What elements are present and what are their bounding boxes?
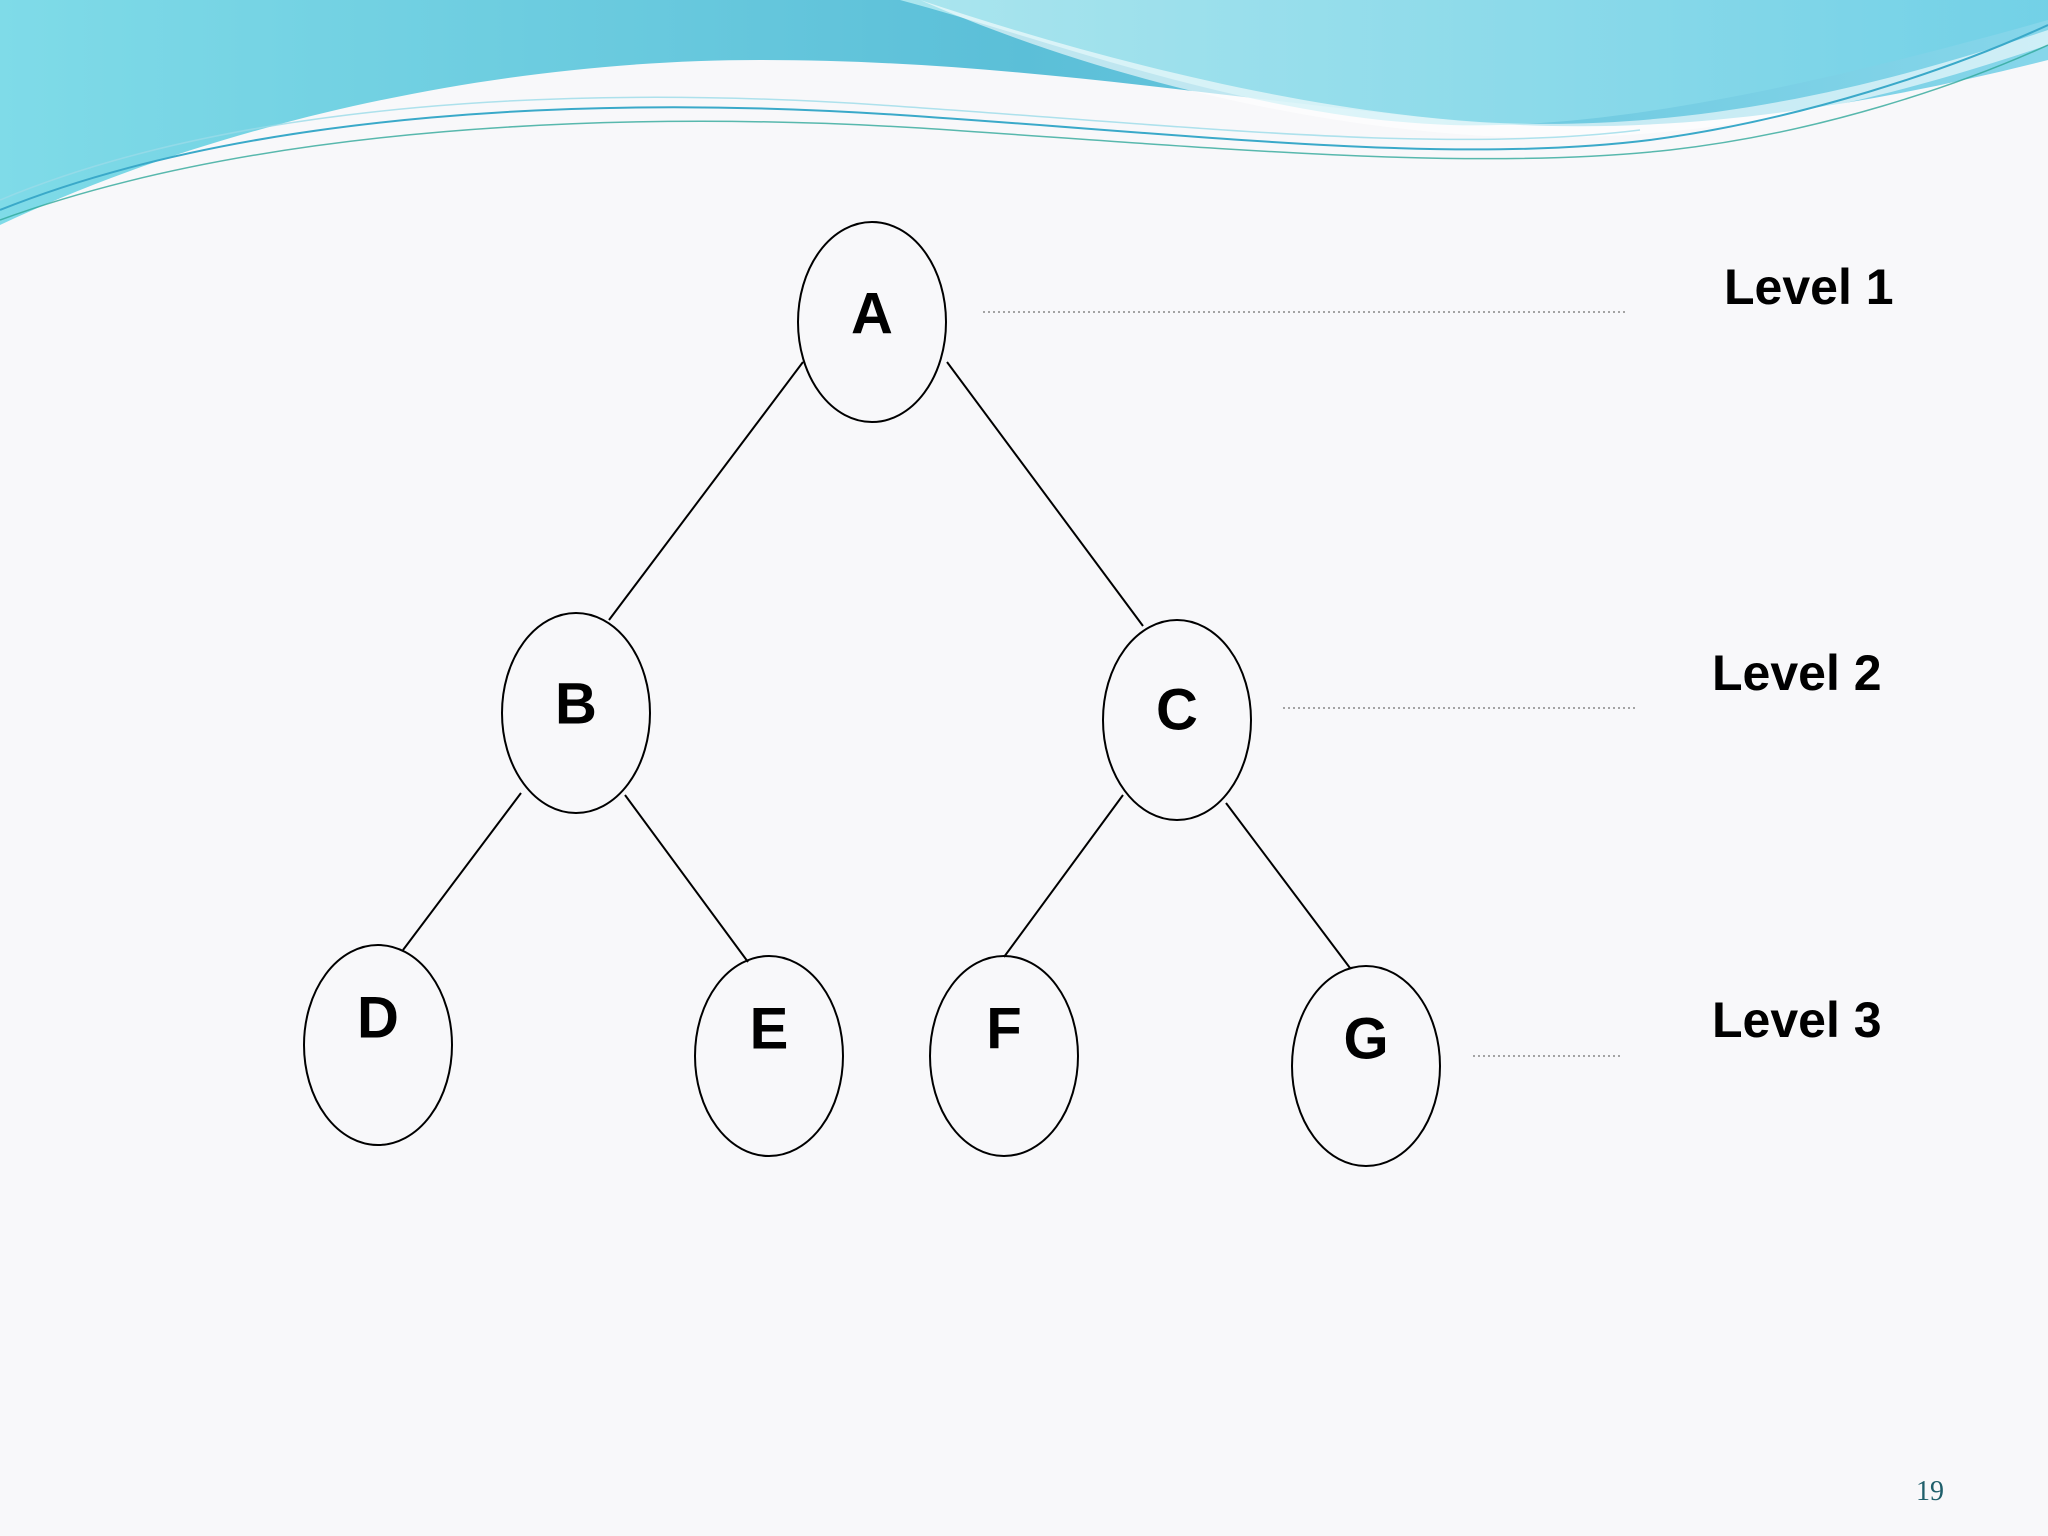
level-guide-lines [983,311,1638,1057]
edge-b-e [624,794,749,963]
level-2-label: Level 2 [1712,645,1882,701]
tree-node-g: G [1291,965,1441,1167]
tree-node-a: A [797,221,947,423]
tree-nodes: A B C D E F G [303,221,1441,1167]
wave-white-highlight [920,0,2048,138]
node-e-label: E [750,996,789,1061]
edge-c-f [1003,794,1124,958]
header-wave-decoration [0,0,2048,225]
tree-node-b: B [501,612,651,814]
node-d-label: D [357,985,399,1050]
level-labels: Level 1 Level 2 Level 3 [1712,259,1894,1048]
node-e-circle [694,955,844,1157]
edge-c-g [1225,802,1351,969]
wave-line-2 [0,44,2048,221]
tree-node-e: E [694,955,844,1157]
tree-edges [402,361,1351,969]
wave-line-1 [0,24,2048,211]
node-g-label: G [1343,1006,1388,1071]
node-g-circle [1291,965,1441,1167]
node-d-circle [303,944,453,1146]
node-f-circle [929,955,1079,1157]
edge-b-d [402,792,522,951]
edge-a-c [946,361,1144,627]
node-a-circle [797,221,947,423]
node-c-circle [1102,619,1252,821]
node-f-label: F [986,996,1021,1061]
page-number: 19 [1916,1476,1944,1507]
tree-node-f: F [929,955,1079,1157]
node-c-label: C [1156,677,1198,742]
node-a-label: A [851,281,893,346]
node-b-label: B [555,671,597,736]
node-b-circle [501,612,651,814]
tree-node-c: C [1102,619,1252,821]
wave-line-3 [0,96,1641,201]
tree-node-d: D [303,944,453,1146]
level-3-label: Level 3 [1712,992,1882,1048]
level-1-label: Level 1 [1724,259,1894,315]
wave-band-light [900,0,2048,126]
edge-a-b [608,361,804,621]
